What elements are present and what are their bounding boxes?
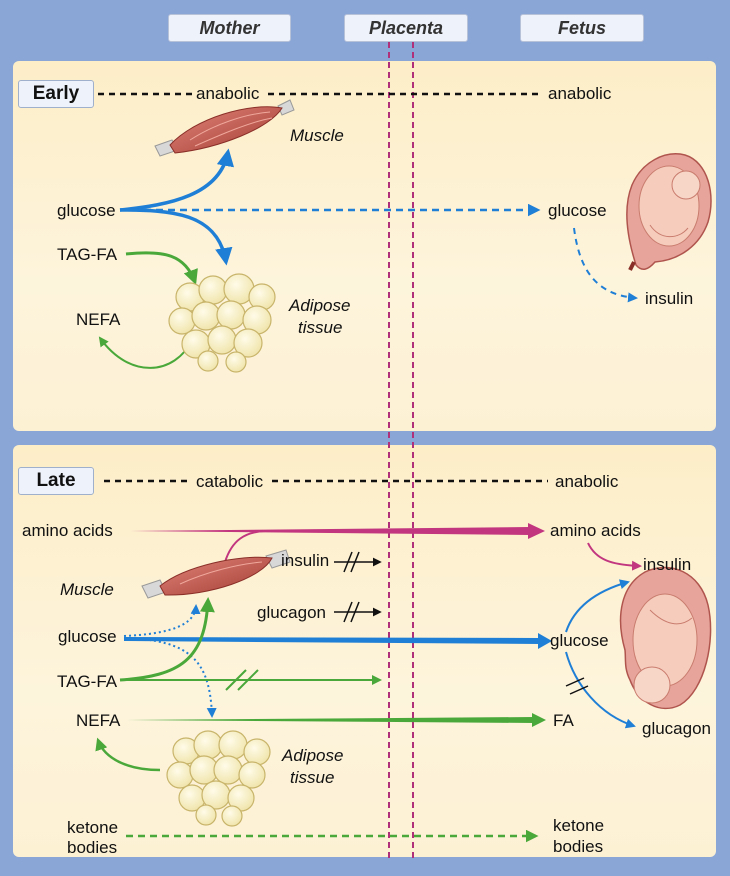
early-fetal-insulin-arrow bbox=[573, 227, 638, 303]
late-fetus-state: anabolic bbox=[555, 472, 619, 491]
early-tagfa-label: TAG-FA bbox=[57, 245, 118, 264]
early-fetal-insulin-label: insulin bbox=[645, 289, 694, 308]
early-stage-label: Early bbox=[18, 80, 94, 108]
early-glucose-to-muscle-arrow bbox=[119, 148, 235, 212]
late-amino-acids-arrowhead bbox=[528, 523, 545, 539]
late-ketone-label-1: ketone bbox=[67, 818, 119, 837]
early-adipose-label-2: tissue bbox=[298, 318, 343, 337]
late-tagfa-block bbox=[225, 669, 259, 691]
late-adipose-to-nefa-arrow bbox=[95, 737, 161, 772]
late-adipose-label-1: Adipose bbox=[282, 746, 344, 765]
early-mother-state: anabolic bbox=[196, 84, 260, 103]
late-fetal-amino-to-insulin-arrow bbox=[587, 542, 642, 571]
late-glucagon-label: glucagon bbox=[257, 603, 327, 622]
early-fetus-icon bbox=[626, 153, 712, 271]
late-fetal-ketone-label-1: ketone bbox=[553, 816, 605, 835]
late-fetal-glucose-to-glucagon-arrow bbox=[565, 651, 636, 729]
late-fetal-ketone-label-2: bodies bbox=[553, 837, 604, 856]
late-adipose-icon bbox=[166, 730, 271, 827]
late-insulin-label: insulin bbox=[281, 551, 330, 570]
early-adipose-to-nefa-arrow bbox=[98, 336, 193, 369]
late-panel bbox=[13, 445, 716, 857]
late-nefa-label: NEFA bbox=[76, 711, 121, 730]
early-muscle-label: Muscle bbox=[290, 126, 344, 145]
late-muscle-label: Muscle bbox=[60, 580, 114, 599]
late-tagfa-to-muscle-arrow bbox=[119, 597, 215, 682]
late-fetal-amino-acids-label: amino acids bbox=[550, 521, 641, 540]
late-fetal-insulin-label: insulin bbox=[643, 555, 692, 574]
late-glucagon-blocked-arrow bbox=[334, 601, 382, 623]
late-amino-acids-label: amino acids bbox=[22, 521, 113, 540]
late-muscle-icon bbox=[141, 549, 291, 599]
header-placenta: Placenta bbox=[344, 14, 468, 42]
early-nefa-label: NEFA bbox=[76, 310, 121, 329]
late-glucose-arrow-shaft bbox=[124, 637, 540, 644]
late-glucose-to-adipose-arrow bbox=[123, 637, 217, 718]
late-fetal-glucose-to-insulin-arrow bbox=[565, 579, 630, 633]
late-fetal-fa-label: FA bbox=[553, 711, 574, 730]
early-adipose-icon bbox=[168, 273, 276, 373]
early-glucose-label: glucose bbox=[57, 201, 116, 220]
early-adipose-label-1: Adipose bbox=[289, 296, 351, 315]
late-amino-acids-arrow-shaft bbox=[130, 527, 530, 535]
late-nefa-arrowhead bbox=[532, 713, 546, 727]
late-tagfa-label: TAG-FA bbox=[57, 672, 118, 691]
header-fetus: Fetus bbox=[520, 14, 644, 42]
late-fetus-icon bbox=[619, 566, 712, 710]
late-fetal-glucose-label: glucose bbox=[550, 631, 609, 650]
late-ketone-label-2: bodies bbox=[67, 838, 118, 857]
early-fetus-state: anabolic bbox=[548, 84, 612, 103]
late-glucose-label: glucose bbox=[58, 627, 117, 646]
header-mother: Mother bbox=[168, 14, 291, 42]
late-adipose-label-2: tissue bbox=[290, 768, 335, 787]
late-fetal-glucagon-block bbox=[565, 677, 589, 695]
early-tagfa-to-adipose-arrow bbox=[125, 251, 198, 285]
late-glucose-to-muscle-arrow bbox=[123, 604, 201, 637]
early-panel bbox=[13, 61, 716, 431]
late-mother-state: catabolic bbox=[196, 472, 264, 491]
late-nefa-arrow-shaft bbox=[126, 717, 534, 723]
early-muscle-icon bbox=[154, 99, 295, 157]
late-fetal-glucagon-label: glucagon bbox=[642, 719, 712, 738]
late-glucose-arrowhead bbox=[538, 633, 552, 649]
late-insulin-blocked-arrow bbox=[334, 551, 382, 573]
early-fetal-glucose-label: glucose bbox=[548, 201, 607, 220]
late-stage-label: Late bbox=[18, 467, 94, 495]
late-amino-to-muscle-arrow bbox=[217, 530, 266, 572]
